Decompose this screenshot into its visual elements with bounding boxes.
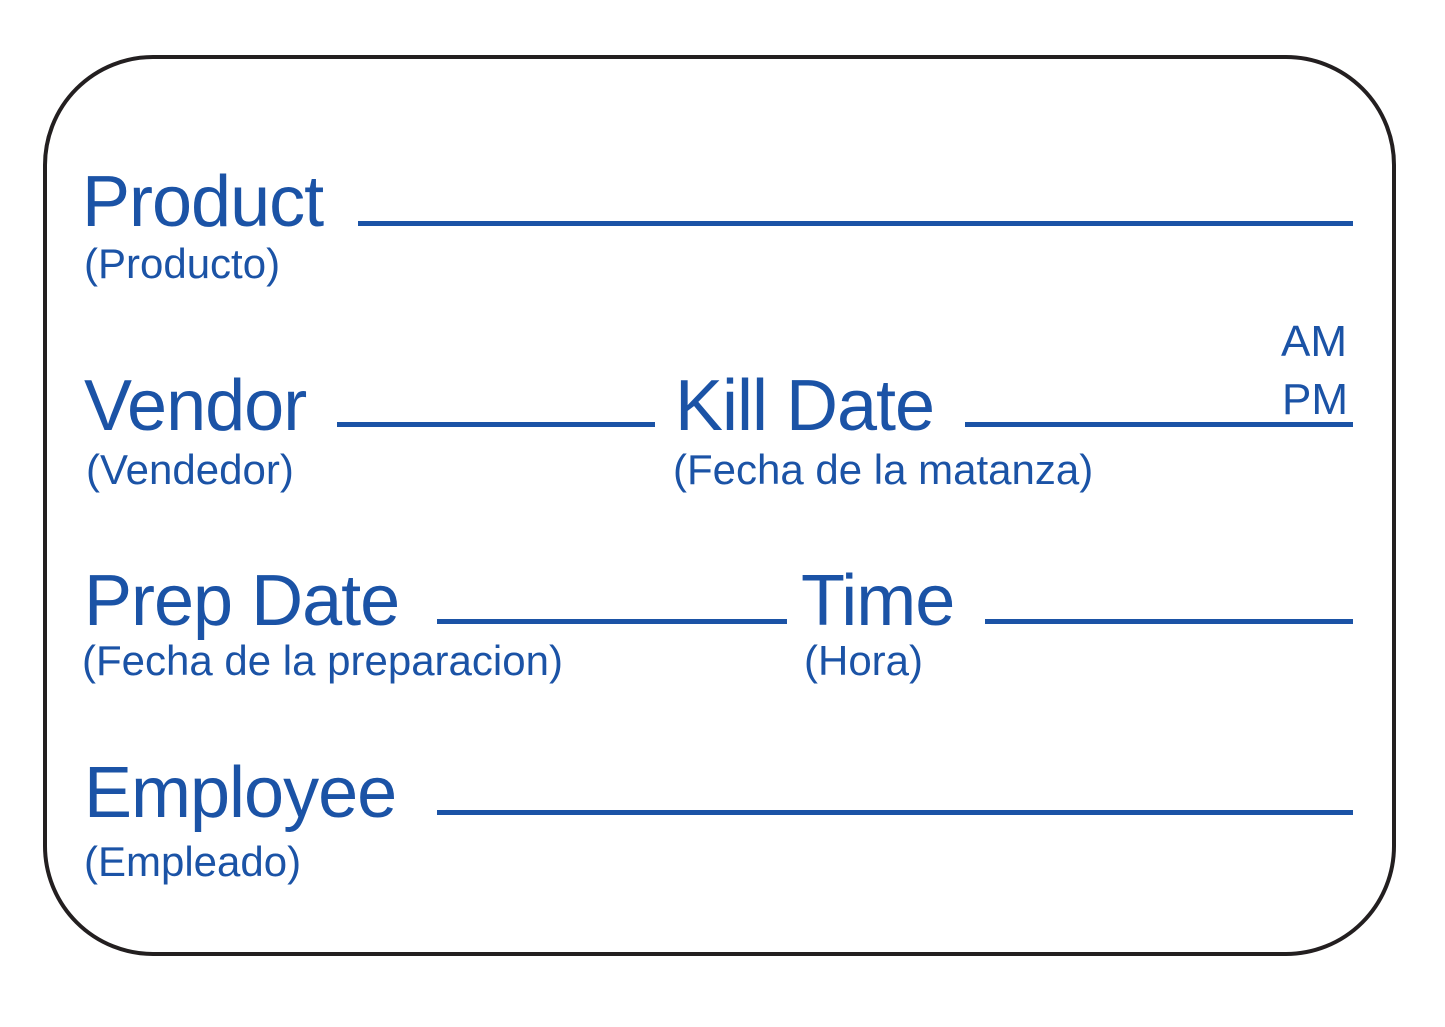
label-card	[43, 55, 1396, 956]
employee-label: Employee	[84, 753, 397, 833]
am-option[interactable]: AM	[1281, 317, 1347, 366]
employee-translation: (Empleado)	[84, 838, 302, 885]
time-field-line[interactable]	[985, 619, 1353, 624]
time-label: Time	[801, 561, 955, 641]
kill-date-translation: (Fecha de la matanza)	[673, 446, 1094, 493]
product-field-line[interactable]	[358, 221, 1353, 226]
product-label: Product	[82, 162, 324, 242]
product-translation: (Producto)	[84, 240, 281, 287]
vendor-label: Vendor	[84, 366, 307, 446]
time-translation: (Hora)	[804, 637, 924, 684]
vendor-field-line[interactable]	[337, 422, 655, 427]
prep-date-field-line[interactable]	[437, 619, 787, 624]
employee-field-line[interactable]	[437, 810, 1353, 815]
vendor-translation: (Vendedor)	[86, 446, 294, 493]
kill-date-field-line[interactable]	[965, 422, 1353, 427]
prep-date-translation: (Fecha de la preparacion)	[82, 637, 563, 684]
kill-date-label: Kill Date	[675, 366, 935, 446]
pm-option[interactable]: PM	[1282, 375, 1348, 424]
prep-date-label: Prep Date	[84, 561, 400, 641]
